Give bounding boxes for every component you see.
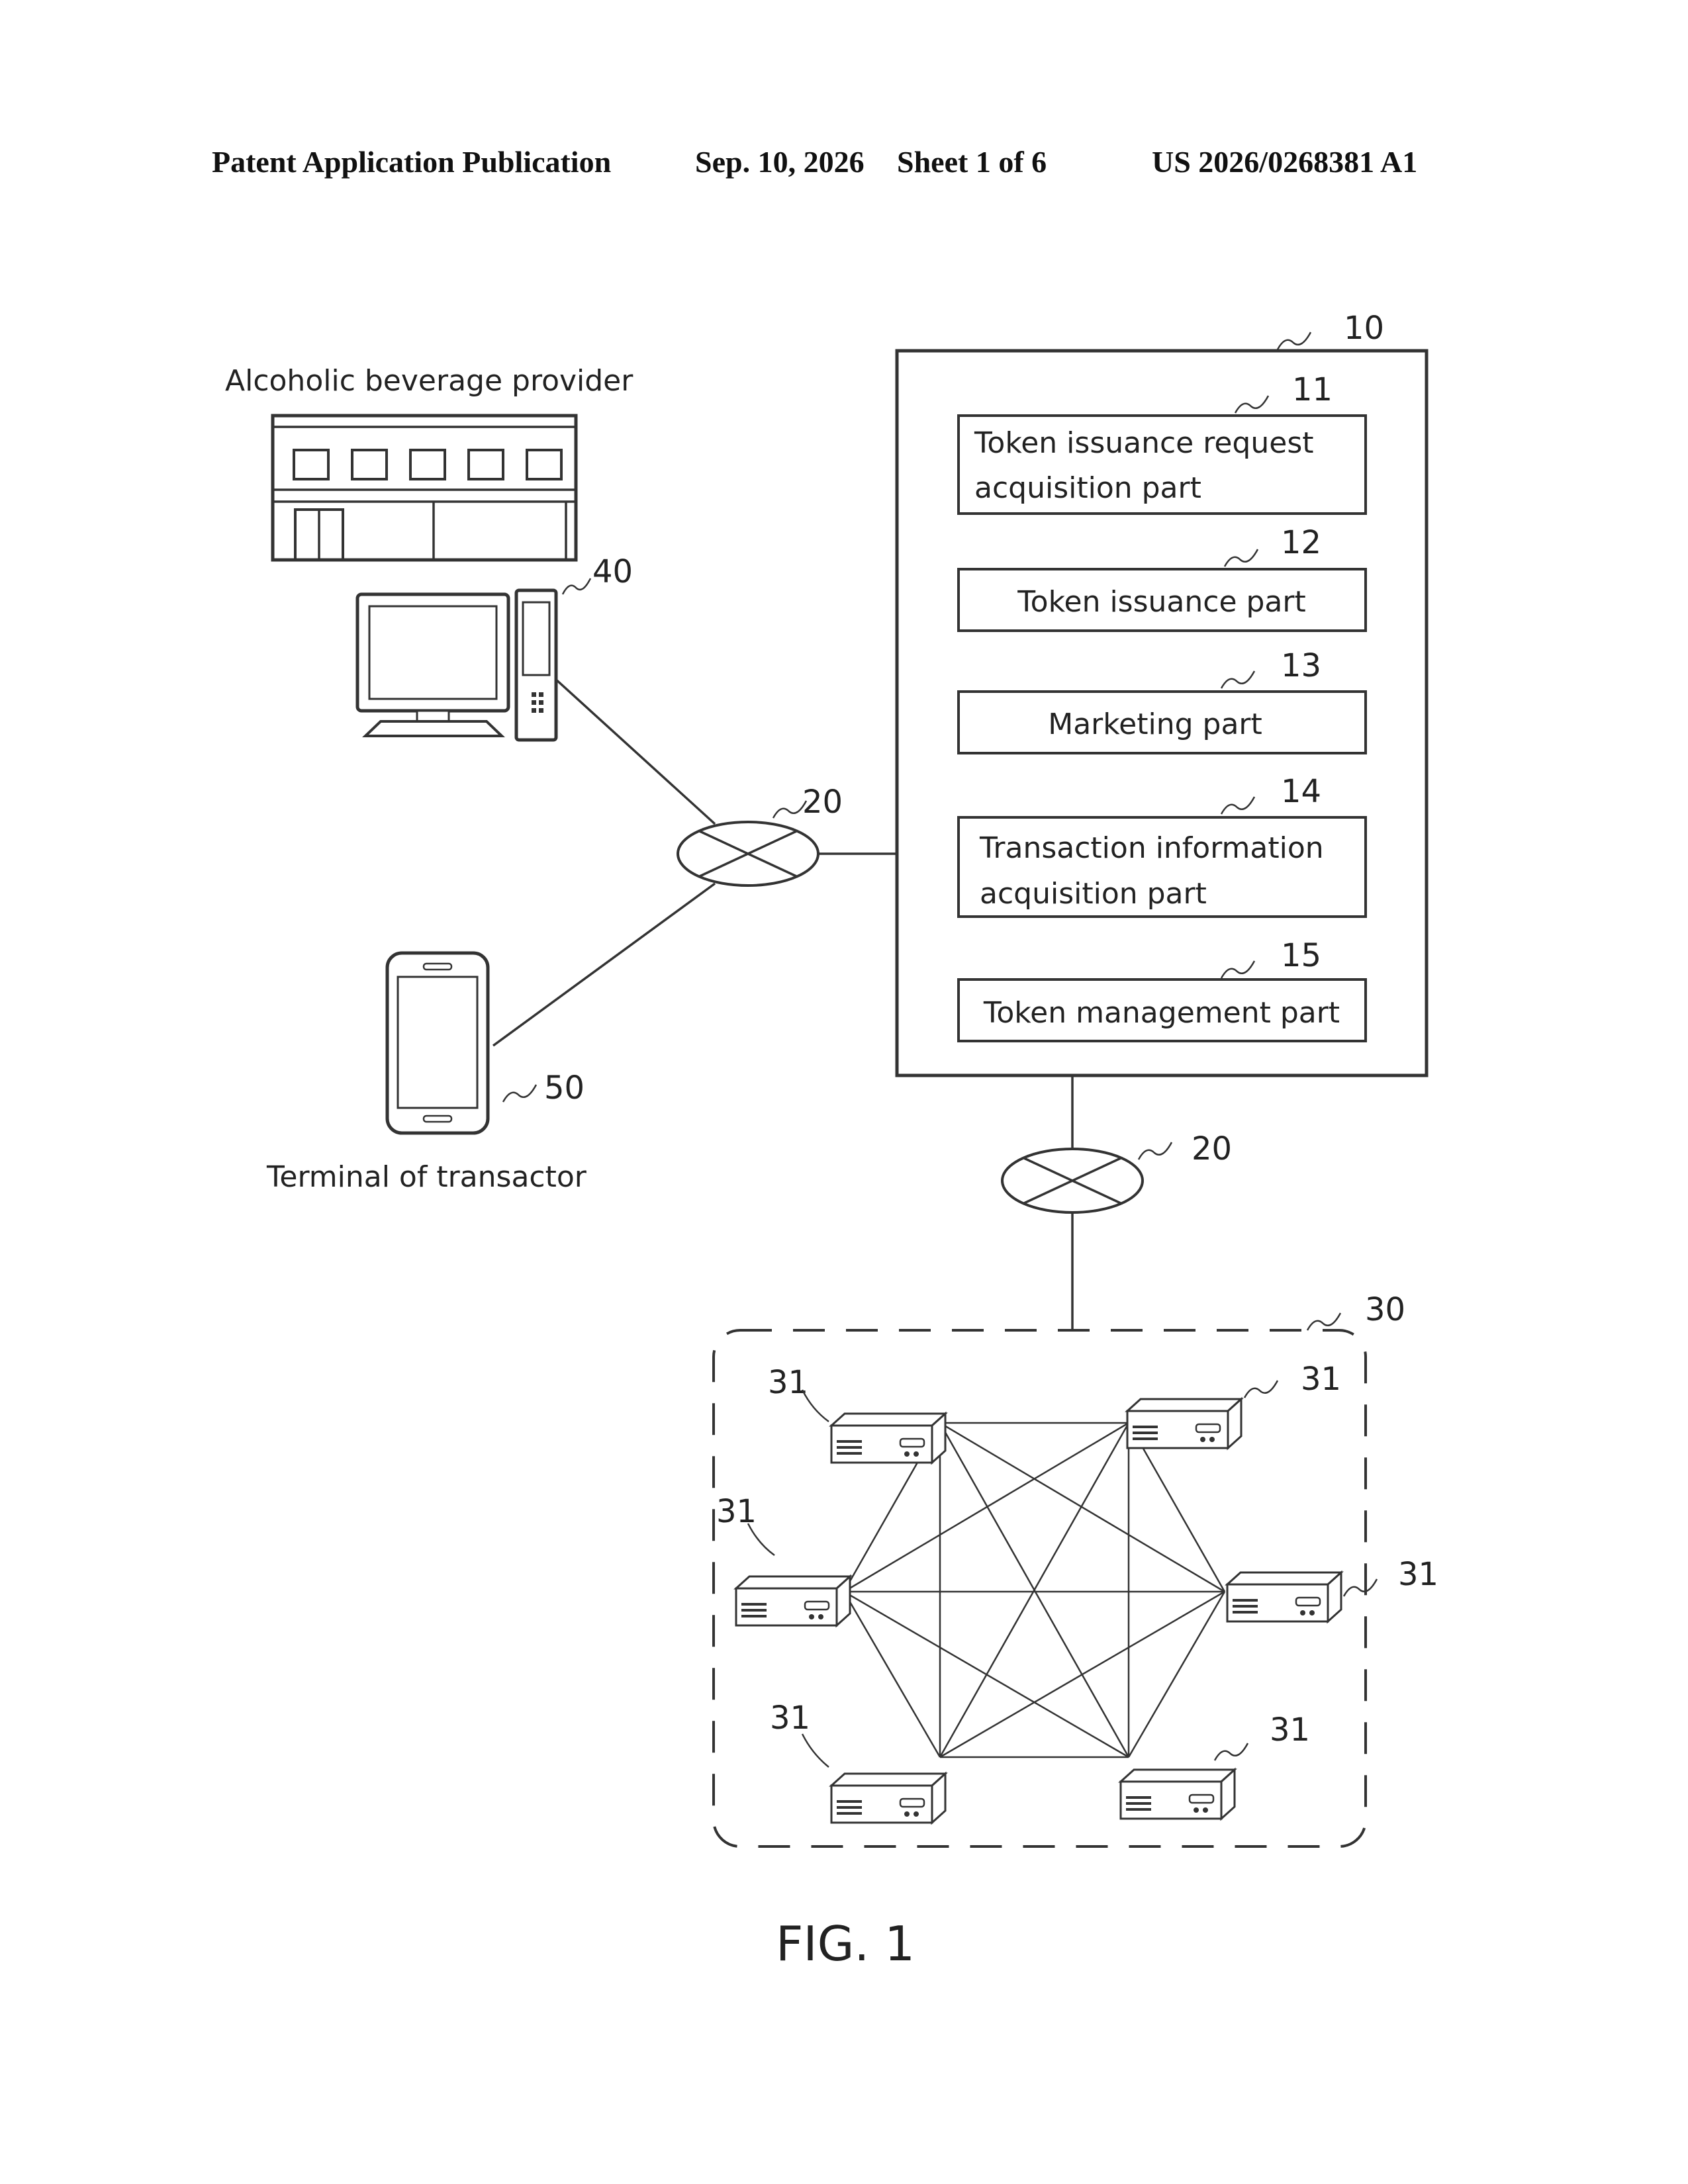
server-node-icon	[831, 1414, 945, 1463]
part-14-line-2: acquisition part	[980, 877, 1207, 911]
part-11-line-2: acquisition part	[974, 471, 1201, 505]
server-node-icon	[1227, 1572, 1341, 1621]
part-15-label: Token management part	[983, 996, 1340, 1030]
server-node-icon	[1121, 1770, 1235, 1819]
part-13-label: Marketing part	[1048, 707, 1262, 741]
ref-12: 12	[1281, 524, 1321, 561]
server-node-icon	[736, 1576, 850, 1625]
ref-15: 15	[1281, 937, 1321, 974]
network-cloud-icon	[678, 822, 818, 886]
node-mesh-lines	[844, 1423, 1225, 1757]
ref-10: 10	[1344, 310, 1384, 347]
terminal-label: Terminal of transactor	[266, 1160, 587, 1194]
store-icon	[273, 416, 576, 560]
smartphone-icon	[387, 953, 488, 1133]
figure-label: FIG. 1	[776, 1916, 915, 1972]
ref-11: 11	[1292, 371, 1333, 408]
desktop-computer-icon	[357, 590, 556, 740]
server-10: 10 Token issuance request acquisition pa…	[897, 310, 1427, 1075]
ref-50: 50	[544, 1069, 585, 1107]
ref-31-top-left: 31	[768, 1364, 808, 1401]
ref-20-upper: 20	[802, 784, 843, 821]
network-cloud-icon	[1002, 1149, 1143, 1212]
server-node-icon	[1127, 1399, 1241, 1448]
ref-14: 14	[1281, 773, 1321, 810]
ref-31-bottom-left: 31	[770, 1700, 810, 1737]
ref-20-lower: 20	[1192, 1130, 1232, 1167]
ref-31-bottom-right: 31	[1270, 1711, 1310, 1749]
provider-label: Alcoholic beverage provider	[225, 364, 633, 398]
ref-31-top-right: 31	[1301, 1361, 1341, 1398]
part-12-label: Token issuance part	[1017, 585, 1305, 619]
ref-13: 13	[1281, 647, 1321, 684]
part-11-line-1: Token issuance request	[974, 426, 1314, 460]
part-14-line-1: Transaction information	[979, 831, 1324, 865]
ref-40: 40	[592, 553, 633, 590]
ref-31-mid-right: 31	[1398, 1556, 1438, 1593]
server-node-icon	[831, 1774, 945, 1823]
ref-31-mid-left: 31	[716, 1493, 757, 1530]
ref-30: 30	[1365, 1291, 1405, 1328]
